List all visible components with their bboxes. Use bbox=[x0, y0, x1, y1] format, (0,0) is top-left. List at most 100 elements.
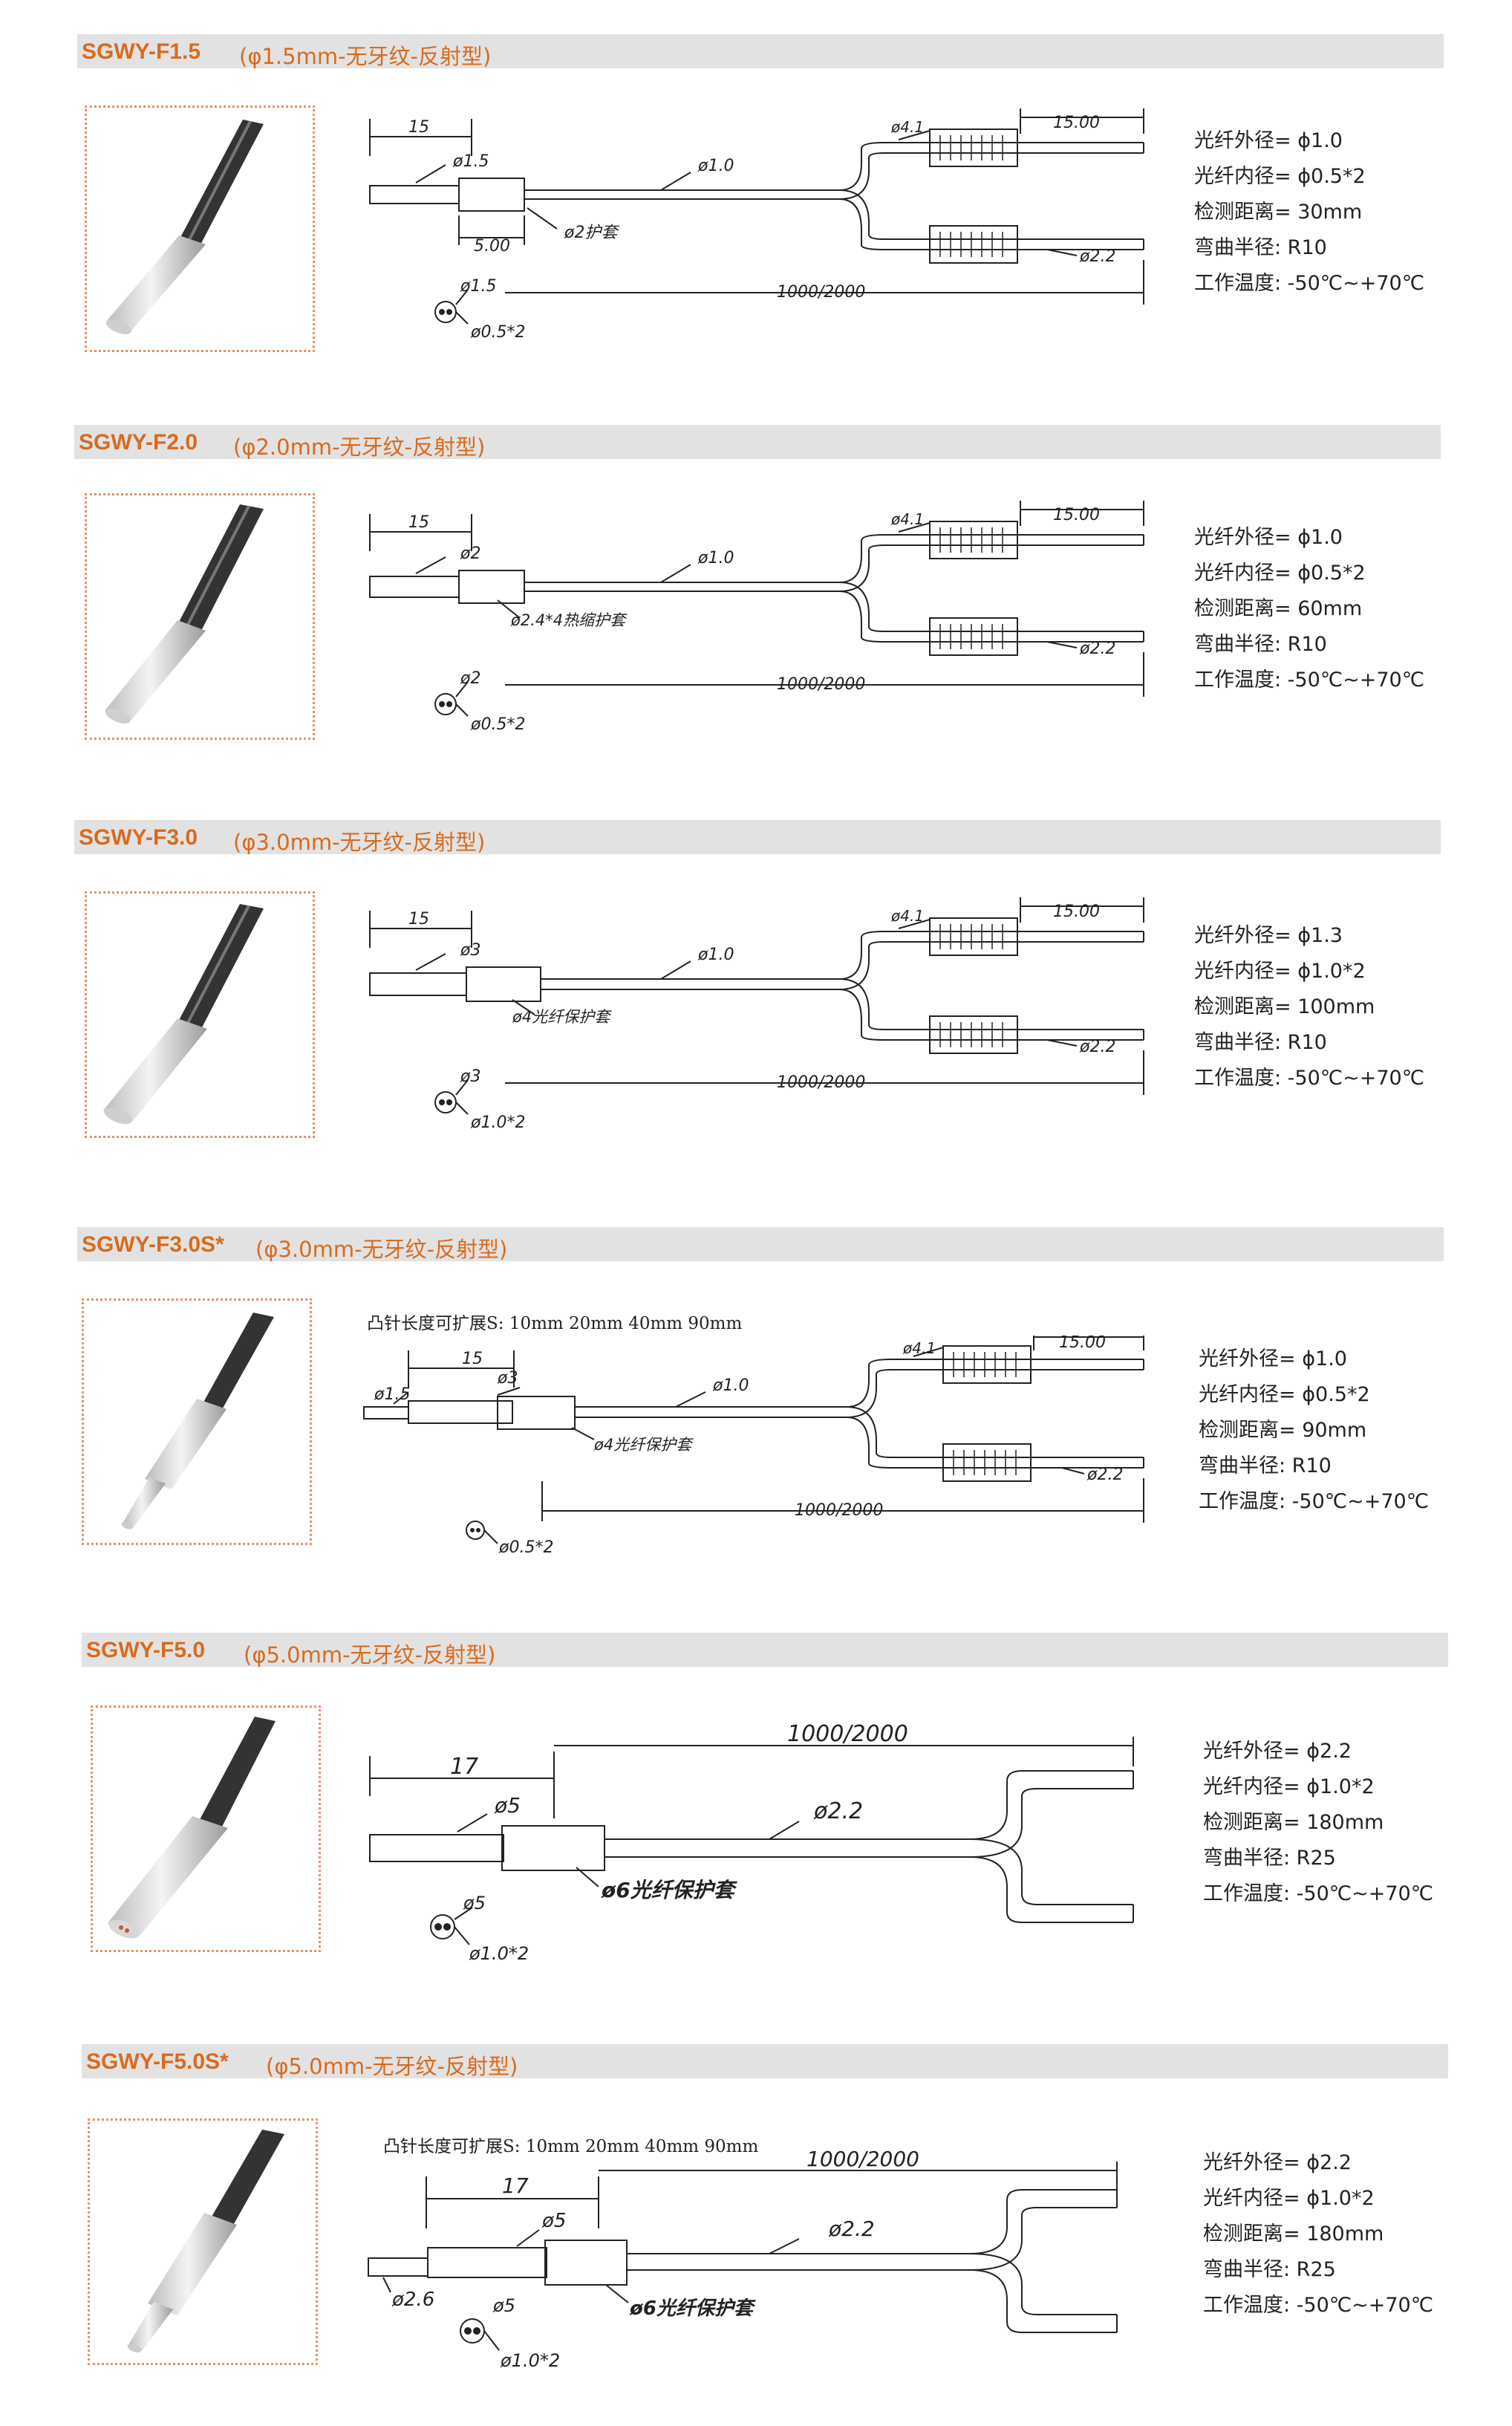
model-name: SGWY-F2.0 bbox=[79, 430, 198, 455]
dim-total: 1000/2000 bbox=[787, 1722, 908, 1747]
sensor-photo-image bbox=[127, 2130, 284, 2352]
spec-work-temperature: 工作温度: -50℃~+70℃ bbox=[1199, 1490, 1430, 1513]
spec-detect-distance: 检测距离= 30mm bbox=[1194, 201, 1363, 224]
spec-inner-diameter: 光纤内径= ϕ1.0*2 bbox=[1203, 1775, 1375, 1798]
dim-tip: ø5 bbox=[541, 2210, 566, 2232]
spec-outer-diameter: 光纤外径= ϕ1.3 bbox=[1194, 924, 1343, 947]
spec-inner-diameter: 光纤内径= ϕ1.0*2 bbox=[1194, 960, 1366, 983]
dim-end-tip: ø5 bbox=[492, 2295, 515, 2316]
spec-list: 光纤外径= ϕ2.2 光纤内径= ϕ1.0*2 检测距离= 180mm 弯曲半径… bbox=[1203, 2145, 1433, 2323]
dim-end-diameter: ø2.2 bbox=[1079, 640, 1115, 658]
spec-detect-distance: 检测距离= 90mm bbox=[1199, 1419, 1367, 1442]
extension-note: 凸针长度可扩展S: 10mm 20mm 40mm 90mm bbox=[367, 1314, 743, 1333]
model-name: SGWY-F5.0 bbox=[86, 1638, 206, 1662]
spec-inner-diameter: 光纤内径= ϕ0.5*2 bbox=[1199, 1383, 1370, 1406]
spec-list: 光纤外径= ϕ1.0 光纤内径= ϕ0.5*2 检测距离= 90mm 弯曲半径:… bbox=[1199, 1342, 1429, 1520]
dim-end-tip: ø5 bbox=[463, 1893, 486, 1913]
dim-fiber: ø2.2 bbox=[813, 1798, 863, 1824]
dim-end-length: 15.00 bbox=[1053, 114, 1100, 132]
spec-inner-diameter: 光纤内径= ϕ0.5*2 bbox=[1194, 165, 1366, 188]
dim-length: 17 bbox=[450, 1754, 478, 1780]
spec-outer-diameter: 光纤外径= ϕ2.2 bbox=[1203, 1740, 1352, 1763]
dim-end-length: 15.00 bbox=[1053, 506, 1100, 524]
technical-drawing: 15 ø2 ø1.0 ø4.1 15.00 ø2.2 ø2.4*4热缩护套 10… bbox=[369, 501, 1144, 734]
spec-bend-radius: 弯曲半径: R25 bbox=[1203, 2258, 1336, 2281]
dim-length: 15 bbox=[462, 1350, 483, 1368]
dim-sleeve: ø4光纤保护套 bbox=[593, 1436, 694, 1454]
spec-list: 光纤外径= ϕ1.0 光纤内径= ϕ0.5*2 检测距离= 30mm 弯曲半径:… bbox=[1194, 123, 1424, 302]
spec-bend-radius: 弯曲半径: R10 bbox=[1194, 1031, 1327, 1054]
section-header: SGWY-F1.5 (φ1.5mm-无牙纹-反射型) bbox=[77, 34, 1444, 69]
product-photo bbox=[82, 1298, 312, 1545]
dim-connector: ø4.1 bbox=[890, 907, 924, 925]
dim-sleeve: ø2护套 bbox=[564, 224, 619, 242]
spec-work-temperature: 工作温度: -50℃~+70℃ bbox=[1203, 2294, 1434, 2317]
product-photo bbox=[91, 1705, 321, 1952]
spec-work-temperature: 工作温度: -50℃~+70℃ bbox=[1194, 669, 1425, 692]
spec-detect-distance: 检测距离= 180mm bbox=[1203, 1811, 1384, 1834]
spec-list: 光纤外径= ϕ2.2 光纤内径= ϕ1.0*2 检测距离= 180mm 弯曲半径… bbox=[1203, 1734, 1433, 1912]
dim-connector: ø4.1 bbox=[890, 510, 924, 528]
product-photo bbox=[88, 2118, 318, 2365]
model-description: (φ2.0mm-无牙纹-反射型) bbox=[233, 435, 486, 460]
dim-sleeve-length: 5.00 bbox=[474, 237, 510, 256]
sensor-photo-image bbox=[108, 1717, 276, 1939]
dim-total: 1000/2000 bbox=[777, 1073, 865, 1092]
dim-end-core: ø1.0*2 bbox=[470, 1113, 525, 1132]
model-name: SGWY-F5.0S* bbox=[86, 2049, 229, 2074]
dim-fiber: ø1.0 bbox=[697, 157, 734, 175]
dim-fiber: ø1.0 bbox=[712, 1376, 749, 1395]
dim-end-core: ø1.0*2 bbox=[469, 1943, 529, 1964]
section-header: SGWY-F2.0 (φ2.0mm-无牙纹-反射型) bbox=[74, 425, 1441, 460]
spec-bend-radius: 弯曲半径: R10 bbox=[1194, 236, 1327, 259]
technical-drawing: 15 ø1.5 ø1.0 ø4.1 15.00 ø2.2 5.00 ø2护套 1… bbox=[369, 108, 1144, 342]
dim-length: 17 bbox=[502, 2173, 529, 2198]
dim-tip: ø3 bbox=[460, 941, 480, 960]
sensor-photo-image bbox=[105, 504, 264, 724]
dim-sleeve: ø4光纤保护套 bbox=[512, 1008, 612, 1026]
dim-end-length: 15.00 bbox=[1053, 903, 1100, 921]
dim-end-core: ø0.5*2 bbox=[470, 715, 525, 734]
spec-bend-radius: 弯曲半径: R10 bbox=[1199, 1454, 1332, 1477]
dim-end-core: ø1.0*2 bbox=[500, 2350, 560, 2371]
model-name: SGWY-F3.0 bbox=[79, 825, 198, 850]
spec-inner-diameter: 光纤内径= ϕ0.5*2 bbox=[1194, 562, 1366, 585]
product-photo bbox=[85, 105, 315, 352]
dim-end-diameter: ø2.2 bbox=[1079, 247, 1115, 266]
spec-detect-distance: 检测距离= 100mm bbox=[1194, 995, 1375, 1018]
dim-length: 15 bbox=[408, 910, 429, 929]
technical-drawing: 17 1000/2000 ø5 ø2.2 ø2.6 ø6光纤保护套 ø5 ø1.… bbox=[368, 2147, 1118, 2371]
sensor-photo-image bbox=[103, 904, 264, 1125]
dim-tip: ø5 bbox=[494, 1793, 521, 1818]
dim-sleeve: ø6光纤保护套 bbox=[601, 1878, 738, 1902]
dim-fiber: ø1.0 bbox=[697, 946, 734, 964]
dim-end-tip: ø1.5 bbox=[460, 277, 496, 296]
product-photo bbox=[85, 891, 315, 1138]
model-description: (φ3.0mm-无牙纹-反射型) bbox=[233, 830, 486, 855]
dim-end-diameter: ø2.2 bbox=[1086, 1466, 1123, 1484]
dim-end-core: ø0.5*2 bbox=[498, 1538, 553, 1557]
product-photo bbox=[85, 493, 315, 740]
spec-inner-diameter: 光纤内径= ϕ1.0*2 bbox=[1203, 2187, 1375, 2210]
spec-work-temperature: 工作温度: -50℃~+70℃ bbox=[1194, 272, 1425, 295]
dim-connector: ø4.1 bbox=[902, 1339, 936, 1357]
spec-bend-radius: 弯曲半径: R25 bbox=[1203, 1847, 1336, 1870]
technical-drawing: 15 ø3 ø1.0 ø4.1 15.00 ø2.2 ø4光纤保护套 1000/… bbox=[369, 897, 1144, 1132]
dim-end-core: ø0.5*2 bbox=[470, 323, 525, 342]
dim-sleeve: ø6光纤保护套 bbox=[629, 2297, 756, 2320]
model-description: (φ1.5mm-无牙纹-反射型) bbox=[239, 44, 492, 69]
dim-end-diameter: ø2.2 bbox=[1079, 1038, 1115, 1056]
dim-length: 15 bbox=[408, 118, 429, 137]
spec-work-temperature: 工作温度: -50℃~+70℃ bbox=[1194, 1067, 1425, 1090]
spec-work-temperature: 工作温度: -50℃~+70℃ bbox=[1203, 1882, 1434, 1905]
sensor-photo-image bbox=[106, 120, 264, 335]
dim-needle: ø2.6 bbox=[391, 2289, 434, 2311]
spec-detect-distance: 检测距离= 180mm bbox=[1203, 2222, 1384, 2245]
spec-outer-diameter: 光纤外径= ϕ1.0 bbox=[1194, 129, 1343, 152]
model-description: (φ5.0mm-无牙纹-反射型) bbox=[266, 2054, 518, 2079]
sensor-photo-image bbox=[121, 1313, 274, 1529]
dim-tip: ø2 bbox=[460, 544, 480, 563]
model-name: SGWY-F3.0S* bbox=[82, 1232, 224, 1257]
dim-end-length: 15.00 bbox=[1059, 1336, 1106, 1352]
spec-list: 光纤外径= ϕ1.0 光纤内径= ϕ0.5*2 检测距离= 60mm 弯曲半径:… bbox=[1194, 520, 1424, 698]
